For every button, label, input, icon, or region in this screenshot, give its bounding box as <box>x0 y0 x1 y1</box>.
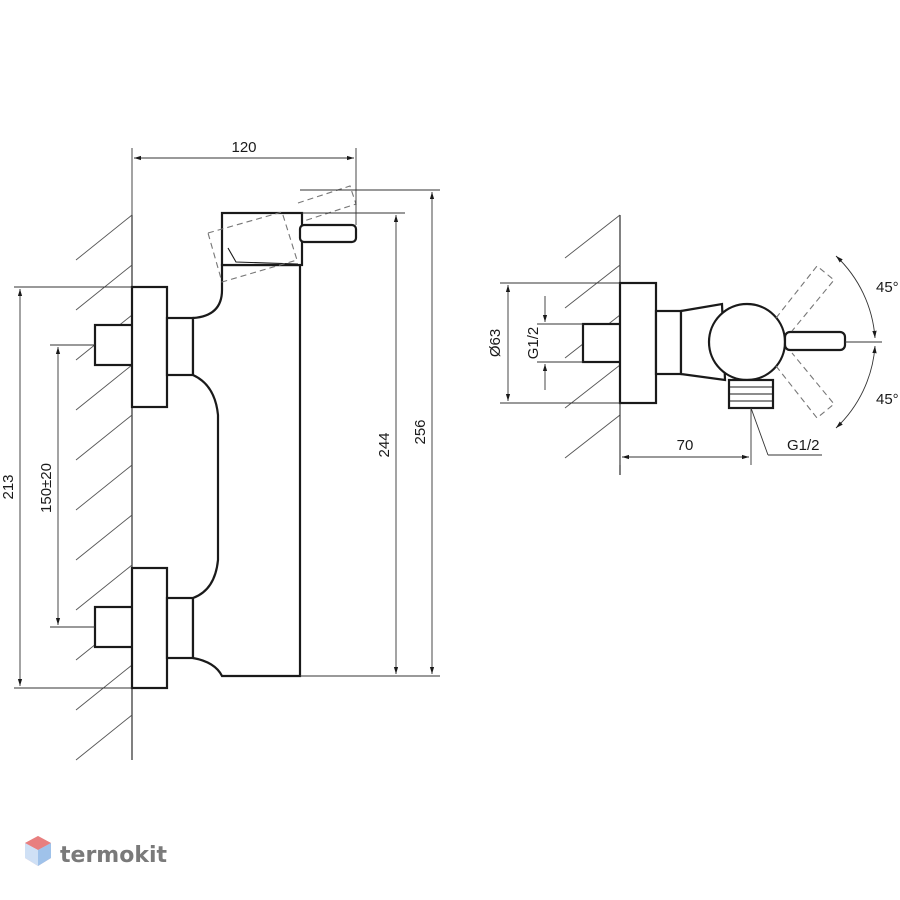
dim-outlet-thread-label: G1/2 <box>787 437 820 454</box>
brand-name: termokit <box>60 843 167 868</box>
dim-total-height-label: 256 <box>412 419 429 444</box>
angle-up-label: 45° <box>876 279 899 296</box>
brand-logo-icon <box>25 836 51 866</box>
brand-watermark: termokit <box>25 836 167 868</box>
outlet-thread <box>727 378 775 410</box>
side-handle-knob <box>707 302 787 382</box>
side-escutcheon <box>618 281 658 405</box>
dim-diameter-label: Ø63 <box>487 329 504 357</box>
dim-depth-label: 70 <box>677 437 694 454</box>
dim-inlet-spacing-label: 150±20 <box>38 463 55 513</box>
side-connector <box>654 309 683 376</box>
side-lever-down <box>775 352 835 419</box>
side-inlet <box>581 322 623 364</box>
front-handle-rotated <box>207 185 357 283</box>
side-lever-up <box>775 265 835 332</box>
angle-arc-down <box>835 345 877 429</box>
dim-body-height-label: 244 <box>376 432 393 457</box>
side-lever <box>783 330 847 352</box>
side-view: Ø63 G1/2 70 G1/2 45° 45° <box>487 214 899 475</box>
dim-mount-height-label: 213 <box>0 474 17 499</box>
angle-down-label: 45° <box>876 391 899 408</box>
front-view: 120 256 244 213 150±20 <box>0 139 440 761</box>
dim-inlet-thread-label: G1/2 <box>525 327 542 360</box>
upper-inlet <box>93 285 195 409</box>
dim-width-label: 120 <box>231 139 256 156</box>
angle-arc-up <box>835 255 877 339</box>
lower-inlet <box>93 566 195 690</box>
front-handle <box>220 211 358 267</box>
mixer-body <box>191 263 302 678</box>
wall-hatching <box>75 214 133 761</box>
